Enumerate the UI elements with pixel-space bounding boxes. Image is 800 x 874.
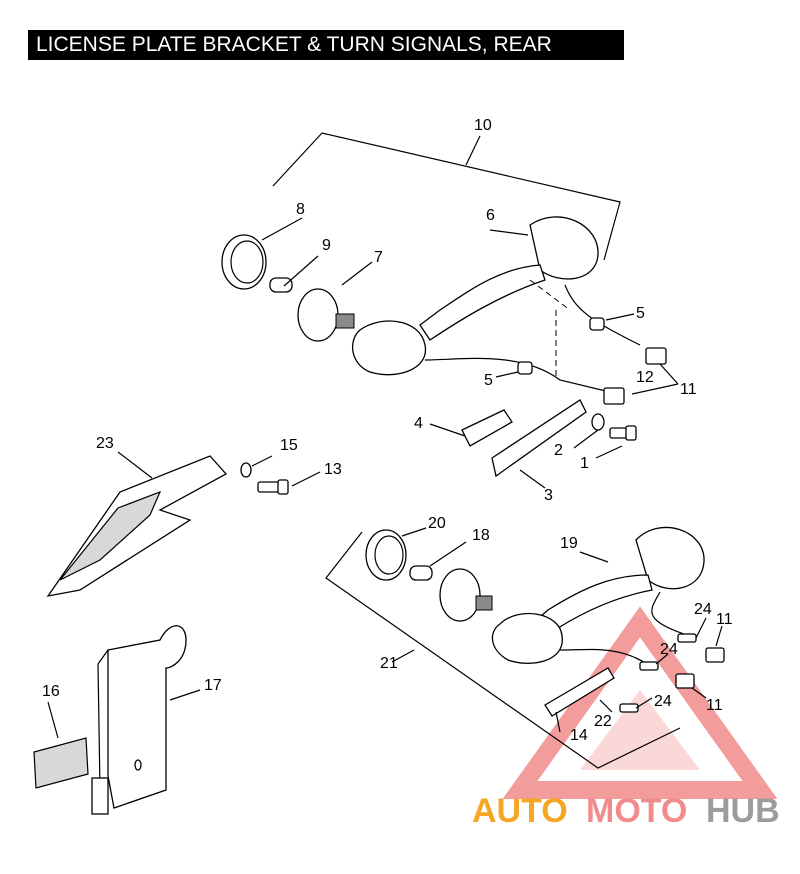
watermark-triangle-icon xyxy=(502,606,778,799)
bracket-3 xyxy=(491,399,587,489)
group-10-outline xyxy=(272,132,621,261)
part-label: 12 xyxy=(636,369,654,386)
lens-8 xyxy=(221,217,303,290)
grommet-5-lower xyxy=(495,361,533,378)
socket-7 xyxy=(297,261,373,342)
part-label: 14 xyxy=(570,727,588,744)
part-label: 24 xyxy=(654,693,672,710)
part-labels: 10 8 9 6 7 5 4 5 12 11 2 1 3 23 15 13 20… xyxy=(42,117,733,744)
part-label: 24 xyxy=(694,601,712,618)
part-label: 6 xyxy=(486,207,495,224)
part-label: 19 xyxy=(560,535,578,552)
part-label: 5 xyxy=(636,305,645,322)
group-21-outline xyxy=(325,531,681,769)
socket-lower xyxy=(439,568,493,622)
part-label: 10 xyxy=(474,117,492,134)
page-title: LICENSE PLATE BRACKET & TURN SIGNALS, RE… xyxy=(28,30,624,60)
part-label: 13 xyxy=(324,461,342,478)
plate-16 xyxy=(33,701,89,789)
part-label: 17 xyxy=(204,677,222,694)
connector-11-upper xyxy=(603,347,679,405)
bracket-17 xyxy=(91,625,201,815)
bulb-9 xyxy=(269,255,319,293)
bracket-22 xyxy=(544,667,615,733)
plate-4 xyxy=(429,409,513,447)
bulb-18 xyxy=(409,541,467,581)
part-label: 4 xyxy=(414,415,423,432)
bracket-23 xyxy=(46,451,321,597)
grommet-5-upper xyxy=(589,313,635,331)
watermark-moto: MOTO xyxy=(586,792,687,830)
part-label: 11 xyxy=(706,697,723,714)
turn-signal-6 xyxy=(351,216,641,393)
part-label: 7 xyxy=(374,249,383,266)
part-label: 16 xyxy=(42,683,60,700)
watermark-logo xyxy=(502,606,778,799)
watermark-hub: HUB xyxy=(706,792,780,830)
washer-2-bolt-1 xyxy=(573,413,637,459)
part-label: 8 xyxy=(296,201,305,218)
part-label: 11 xyxy=(716,611,733,628)
connectors-11-lower xyxy=(675,625,725,699)
part-label: 11 xyxy=(680,381,697,398)
part-label: 9 xyxy=(322,237,331,254)
part-label: 1 xyxy=(580,455,589,472)
part-label: 24 xyxy=(660,641,678,658)
part-label: 23 xyxy=(96,435,114,452)
part-label: 3 xyxy=(544,487,553,504)
watermark-text: AUTO MOTO HUB xyxy=(472,792,780,830)
part-label: 5 xyxy=(484,372,493,389)
watermark-auto: AUTO xyxy=(472,792,568,830)
turn-signal-19 xyxy=(491,526,705,667)
terminals-24 xyxy=(619,617,707,713)
part-label: 22 xyxy=(594,713,612,730)
part-label: 2 xyxy=(554,442,563,459)
part-label: 15 xyxy=(280,437,298,454)
part-label: 20 xyxy=(428,515,446,532)
part-label: 18 xyxy=(472,527,490,544)
part-label: 21 xyxy=(380,655,398,672)
lens-20 xyxy=(365,527,427,581)
